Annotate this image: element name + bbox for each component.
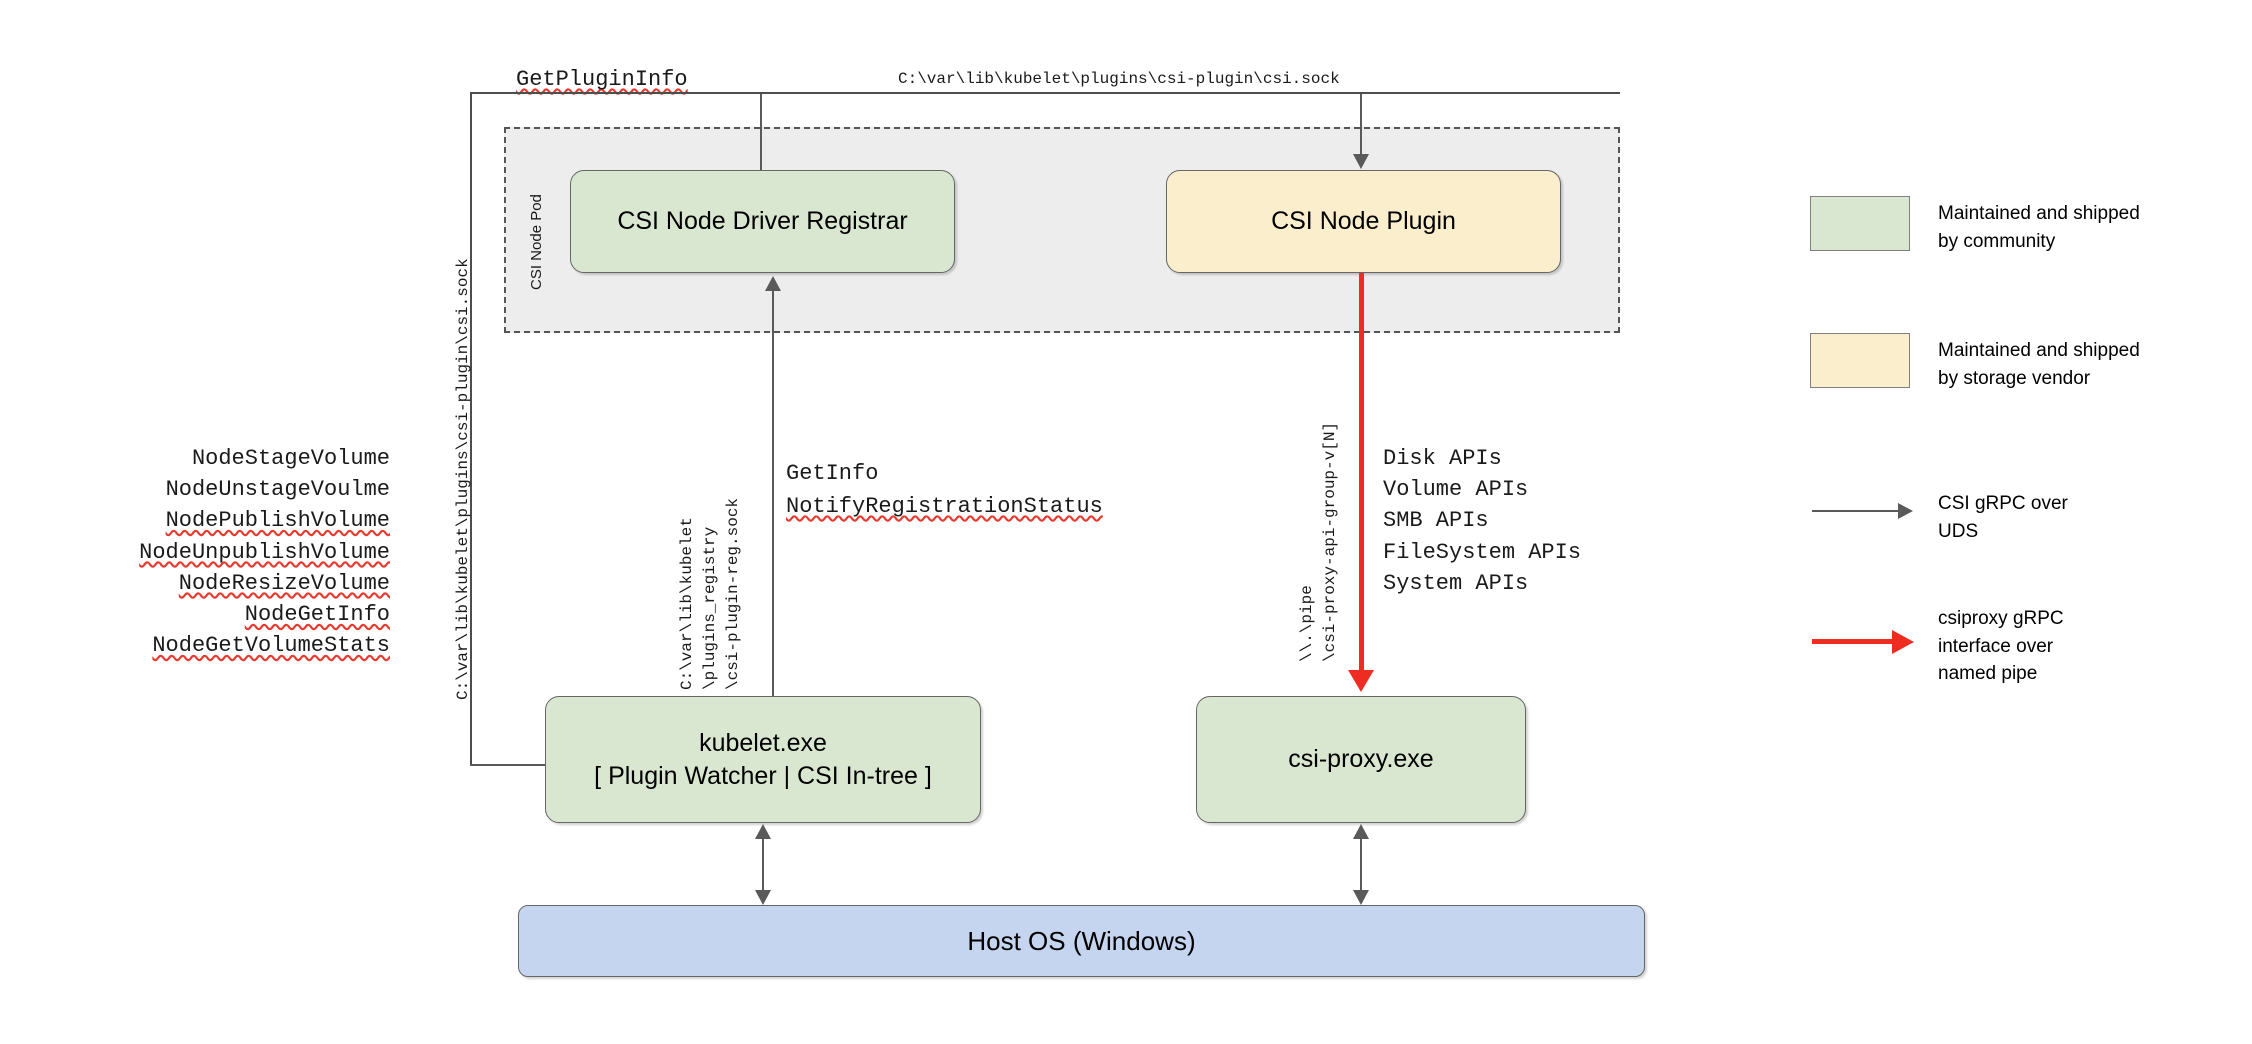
csi-node-service-api-list: NodeStageVolume NodeUnstageVoulme NodePu… — [100, 443, 390, 662]
line-node-plugin-to-csi-proxy — [1359, 273, 1364, 678]
legend-swatch-storage-vendor — [1810, 333, 1910, 388]
node-csi-node-driver-registrar-label: CSI Node Driver Registrar — [617, 207, 908, 235]
legend-arrow-named-pipe — [1812, 639, 1894, 644]
node-csi-node-plugin[interactable]: CSI Node Plugin — [1166, 170, 1561, 273]
csi-proxy-api-item: FileSystem APIs — [1383, 539, 1582, 565]
label-get-plugin-info: GetPluginInfo — [516, 67, 688, 92]
node-csi-node-driver-registrar[interactable]: CSI Node Driver Registrar — [570, 170, 955, 273]
get-plugin-info-routing-rect — [470, 92, 1620, 766]
csi-proxy-api-item: System APIs — [1383, 570, 1529, 596]
legend-arrowhead-named-pipe — [1892, 630, 1914, 654]
api-list-item: NodeUnpublishVolume — [139, 539, 390, 565]
legend-swatch-community — [1810, 196, 1910, 251]
api-list-item: NodeResizeVolume — [178, 570, 390, 596]
node-kubelet-exe-label-line1: kubelet.exe — [699, 728, 827, 757]
legend: Maintained and shipped by community Main… — [1800, 180, 2220, 700]
arrowhead-kubelet-up — [755, 824, 771, 839]
label-csi-sock-path-top: C:\var\lib\kubelet\plugins\csi-plugin\cs… — [898, 70, 1340, 88]
csi-proxy-api-item: SMB APIs — [1383, 508, 1489, 534]
label-registry-sock-vertical: C:\var\lib\kubelet \plugins_registry \cs… — [678, 497, 743, 690]
node-kubelet-exe-label-line2: [ Plugin Watcher | CSI In-tree ] — [594, 761, 932, 790]
line-getplugininfo-to-registrar — [760, 94, 762, 176]
node-kubelet-exe[interactable]: kubelet.exe [ Plugin Watcher | CSI In-tr… — [545, 696, 981, 823]
api-list-item: NodePublishVolume — [165, 508, 390, 534]
arrowhead-host-os-down-right — [1353, 890, 1369, 905]
node-csi-node-plugin-label: CSI Node Plugin — [1271, 207, 1456, 235]
api-list-item: NodeGetInfo — [244, 602, 390, 628]
arrowhead-csi-proxy-up — [1353, 824, 1369, 839]
csi-node-pod-label: CSI Node Pod — [528, 194, 545, 290]
csi-proxy-api-item: Volume APIs — [1383, 477, 1529, 503]
legend-label-csi-grpc-uds: CSI gRPC over UDS — [1938, 493, 2068, 542]
label-csi-sock-path-vertical: C:\var\lib\kubelet\plugins\csi-plugin\cs… — [454, 258, 472, 700]
routing-rect-bottom-stub — [470, 764, 548, 766]
api-list-item: NodeUnstageVoulme — [165, 477, 390, 503]
arrowhead-into-registrar — [765, 276, 781, 291]
line-kubelet-to-host-os — [762, 836, 764, 896]
label-named-pipe-vertical: \\.\pipe \csi-proxy-api-group-v[N] — [1298, 421, 1340, 662]
arrowhead-host-os-down-left — [755, 890, 771, 905]
csi-proxy-api-list: Disk APIs Volume APIs SMB APIs FileSyste… — [1383, 443, 1581, 599]
api-list-item: NodeGetVolumeStats — [152, 633, 390, 659]
node-host-os-label: Host OS (Windows) — [967, 925, 1196, 956]
line-csi-proxy-to-host-os — [1360, 836, 1362, 896]
line-kubelet-to-registrar — [772, 290, 774, 700]
csi-proxy-api-item: Disk APIs — [1383, 446, 1502, 471]
legend-arrow-uds — [1812, 510, 1900, 512]
label-get-info: GetInfo — [786, 461, 879, 486]
arrowhead-into-node-plugin — [1353, 154, 1369, 169]
line-csi-sock-to-node-plugin — [1360, 94, 1362, 158]
arrowhead-into-csi-proxy — [1348, 670, 1374, 692]
api-list-item: NodeStageVolume — [191, 446, 390, 471]
legend-label-csiproxy-grpc: csiproxy gRPC interface over named pipe — [1938, 608, 2064, 685]
node-host-os[interactable]: Host OS (Windows) — [518, 905, 1645, 977]
legend-label-storage-vendor: Maintained and shipped by storage vendor — [1938, 340, 2140, 389]
legend-label-community: Maintained and shipped by community — [1938, 203, 2140, 252]
label-notify-registration-status: NotifyRegistrationStatus — [786, 494, 1103, 519]
legend-arrowhead-uds — [1898, 503, 1913, 519]
node-csi-proxy-exe[interactable]: csi-proxy.exe — [1196, 696, 1526, 823]
node-csi-proxy-exe-label: csi-proxy.exe — [1288, 745, 1434, 773]
